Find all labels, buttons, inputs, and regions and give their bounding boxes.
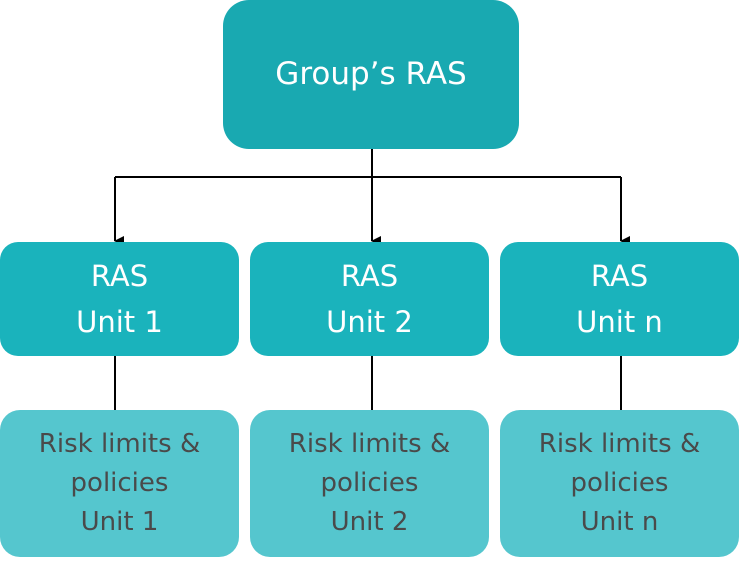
policy-box-2: Risk limits & policies Unit 2 (250, 410, 489, 557)
unit-box-2-line2: Unit 2 (326, 305, 413, 339)
policy-box-1-line3: Unit 1 (80, 507, 159, 537)
policy-box-2-line3: Unit 2 (330, 507, 409, 537)
policy-box-n-line3: Unit n (580, 507, 659, 537)
group-ras-label: Group’s RAS (275, 55, 467, 92)
group-ras-box: Group’s RAS (223, 0, 519, 149)
policy-box-2-line2: policies (320, 468, 419, 498)
policy-box-1-line1: Risk limits & (38, 429, 201, 459)
unit-box-n-line2: Unit n (576, 305, 663, 339)
unit-box-1-line2: Unit 1 (76, 305, 163, 339)
policy-box-n-line1: Risk limits & (538, 429, 701, 459)
unit-box-2: RAS Unit 2 (250, 242, 489, 356)
unit-box-1-line1: RAS (90, 259, 149, 293)
unit-box-n: RAS Unit n (500, 242, 739, 356)
policy-box-1-line2: policies (70, 468, 169, 498)
policy-box-1: Risk limits & policies Unit 1 (0, 410, 239, 557)
unit-box-2-line1: RAS (340, 259, 399, 293)
policy-box-n: Risk limits & policies Unit n (500, 410, 739, 557)
policy-box-n-line2: policies (570, 468, 669, 498)
unit-box-1: RAS Unit 1 (0, 242, 239, 356)
unit-box-n-line1: RAS (590, 259, 649, 293)
policy-box-2-line1: Risk limits & (288, 429, 451, 459)
